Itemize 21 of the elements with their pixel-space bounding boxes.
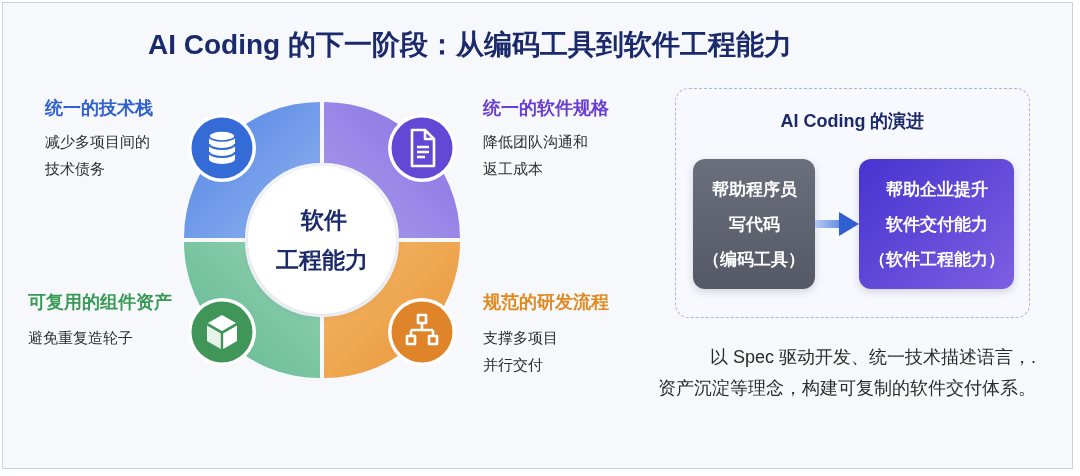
- feature-description: 避免重复造轮子: [28, 328, 134, 348]
- process-box: [693, 159, 815, 289]
- diagram-title: AI Coding 的下一阶段：从编码工具到软件工程能力: [148, 28, 792, 62]
- process-box: [859, 159, 1014, 289]
- stage-title: 帮助程序员写代码: [710, 178, 798, 236]
- arrow: [815, 212, 859, 236]
- dashed-panel: [675, 88, 1030, 318]
- stage-note: （软件工程能力）: [868, 248, 1005, 271]
- feature-description: 减少多项目间的技术债务: [45, 132, 151, 179]
- panel-title: AI Coding 的演进: [780, 110, 925, 133]
- summary-text: 以 Spec 驱动开发、统一技术描述语言，.资产沉淀等理念，构建可复制的软件交付体系。: [657, 346, 1036, 400]
- feature-description: 支撑多项目并行交付: [483, 328, 559, 375]
- feature-heading: 统一的技术栈: [45, 97, 153, 120]
- feature-description: 降低团队沟通和返工成本: [483, 132, 589, 179]
- center-label: 软件工程能力: [275, 206, 369, 275]
- stage-note: （编码工具）: [703, 248, 805, 271]
- feature-heading: 统一的软件规格: [483, 97, 609, 120]
- feature-heading: 可复用的组件资产: [28, 291, 172, 314]
- stage-title: 帮助企业提升软件交付能力: [884, 178, 989, 236]
- feature-heading: 规范的研发流程: [483, 291, 609, 314]
- ring-segment: [184, 242, 320, 378]
